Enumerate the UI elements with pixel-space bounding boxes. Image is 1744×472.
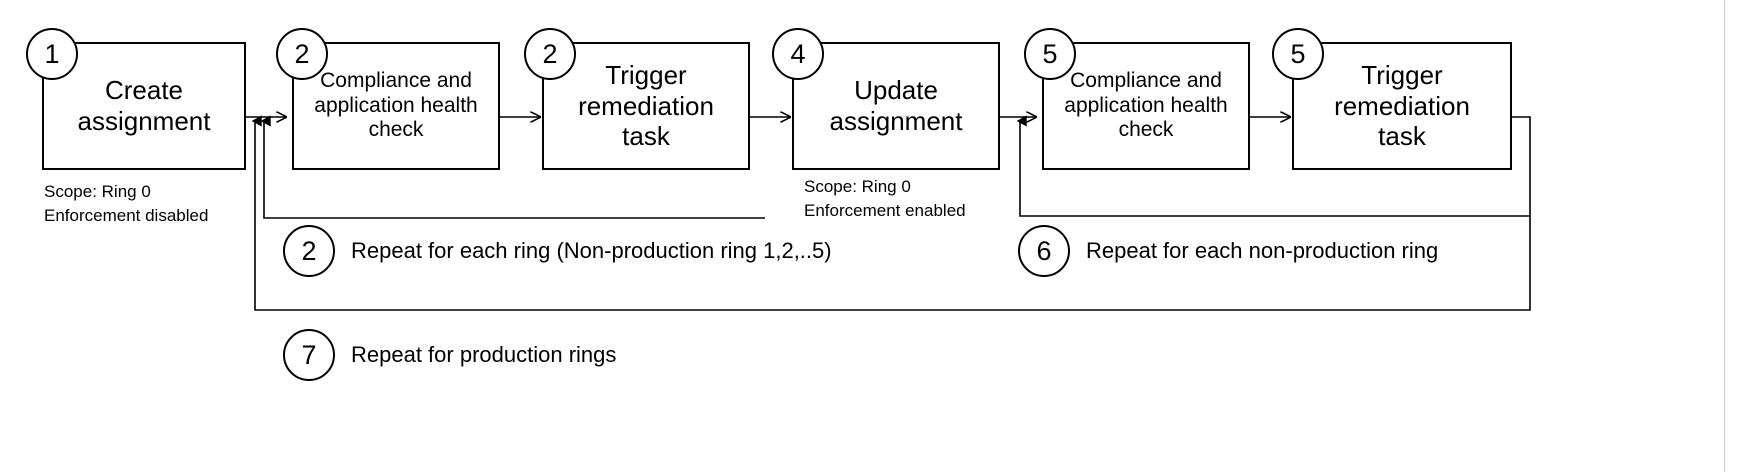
- step-badge-4: 4: [772, 28, 824, 80]
- legend-production-rings: 7 Repeat for production rings: [283, 329, 616, 381]
- step-badge-number: 1: [44, 38, 60, 69]
- legend-badge-number: 2: [301, 235, 317, 266]
- legend-label: Repeat for production rings: [351, 342, 617, 367]
- node-label: Create assignment: [77, 75, 211, 136]
- legend-badge-2: 2: [283, 225, 335, 277]
- node-label: Trigger remediation task: [578, 59, 714, 152]
- node-label: Update assignment: [829, 75, 963, 136]
- node-label: Trigger remediation task: [1334, 59, 1470, 152]
- step-badge-5b: 5: [1272, 28, 1324, 80]
- step-badge-2a: 2: [276, 28, 328, 80]
- step-badge-number: 2: [542, 38, 558, 69]
- legend-badge-number: 7: [301, 339, 317, 370]
- legend-badge-number: 6: [1036, 235, 1052, 266]
- node-compliance-check-1[interactable]: Compliance and application health check: [292, 42, 500, 170]
- legend-each-non-production: 6 Repeat for each non-production ring: [1018, 225, 1438, 277]
- node-trigger-remediation-2[interactable]: Trigger remediation task: [1292, 42, 1512, 170]
- step-badge-number: 4: [790, 38, 806, 69]
- node-label: Compliance and application health check: [1064, 68, 1228, 142]
- caption-ring0-enabled: Scope: Ring 0 Enforcement enabled: [804, 177, 966, 221]
- legend-label: Repeat for each ring (Non-production rin…: [351, 238, 832, 263]
- caption-ring0-disabled: Scope: Ring 0 Enforcement disabled: [44, 182, 209, 226]
- legend-badge-6: 6: [1018, 225, 1070, 277]
- legend-label: Repeat for each non-production ring: [1086, 238, 1439, 263]
- legend-non-production-rings: 2 Repeat for each ring (Non-production r…: [283, 225, 832, 277]
- step-badge-number: 2: [294, 38, 310, 69]
- step-badge-number: 5: [1290, 38, 1306, 69]
- right-edge-rule: [1724, 0, 1725, 472]
- step-badge-5a: 5: [1024, 28, 1076, 80]
- step-badge-1: 1: [26, 28, 78, 80]
- node-label: Compliance and application health check: [314, 68, 478, 142]
- legend-badge-7: 7: [283, 329, 335, 381]
- node-update-assignment[interactable]: Update assignment: [792, 42, 1000, 170]
- node-trigger-remediation-1[interactable]: Trigger remediation task: [542, 42, 750, 170]
- step-badge-2b: 2: [524, 28, 576, 80]
- step-badge-number: 5: [1042, 38, 1058, 69]
- node-create-assignment[interactable]: Create assignment: [42, 42, 246, 170]
- node-compliance-check-2[interactable]: Compliance and application health check: [1042, 42, 1250, 170]
